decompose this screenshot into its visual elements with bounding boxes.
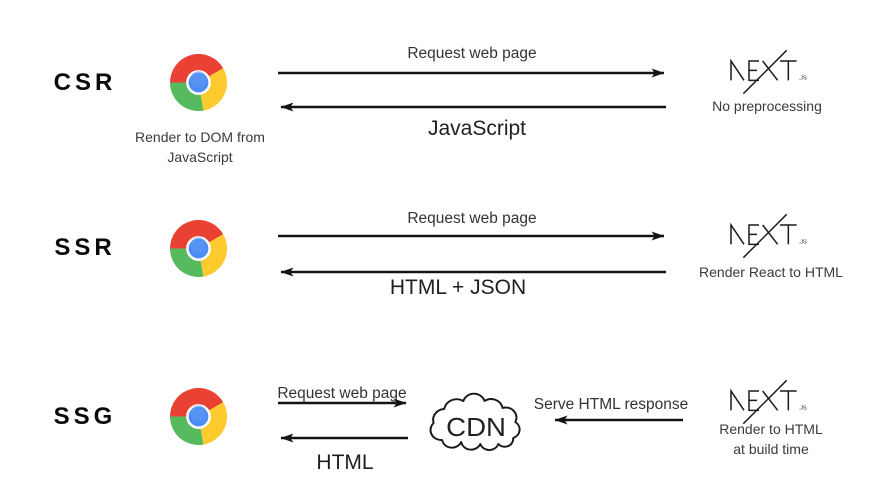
nextjs-logo: .JS bbox=[730, 213, 807, 259]
ssr-request-label: Request web page bbox=[407, 210, 537, 227]
csr-response-label: JavaScript bbox=[427, 117, 527, 140]
cdn-cloud-icon: CDN bbox=[429, 392, 521, 451]
ssr-server-caption: Render React to HTML bbox=[699, 264, 843, 280]
ssg-row-label: SSG bbox=[53, 403, 117, 430]
chrome-browser-icon bbox=[170, 388, 227, 445]
ssg-server-caption-line2: at build time bbox=[733, 440, 809, 457]
nextjs-js-suffix: .JS bbox=[799, 405, 807, 411]
chrome-browser-icon bbox=[170, 220, 227, 277]
nextjs-logo: .JS bbox=[730, 49, 807, 95]
nextjs-js-suffix: .JS bbox=[799, 239, 807, 245]
csr-client-caption: Render to DOM from JavaScript bbox=[135, 129, 265, 165]
ssg-server-caption: Render to HTML at build time bbox=[691, 420, 851, 460]
ssg-response-label: HTML bbox=[316, 451, 374, 474]
nextjs-js-suffix: .JS bbox=[799, 75, 807, 81]
ssg-server-caption-line1: Render to HTML bbox=[719, 421, 823, 437]
csr-request-label: Request web page bbox=[407, 45, 537, 62]
csr-row-label: CSR bbox=[53, 69, 117, 96]
nextjs-wordmark-strokes bbox=[730, 213, 797, 259]
ssr-response-label: HTML + JSON bbox=[389, 276, 527, 299]
ssr-row-label: SSR bbox=[54, 234, 116, 261]
cdn-label: CDN bbox=[446, 413, 506, 442]
ssg-request-label: Request web page bbox=[277, 385, 407, 402]
ssg-serve-label: Serve HTML response bbox=[533, 396, 689, 413]
csr-server-caption: No preprocessing bbox=[712, 98, 822, 114]
nextjs-wordmark-strokes bbox=[730, 379, 797, 425]
nextjs-logo: .JS bbox=[730, 379, 807, 425]
chrome-browser-icon bbox=[170, 54, 227, 111]
nextjs-wordmark-strokes bbox=[730, 49, 797, 95]
cdn-cloud-outline bbox=[429, 392, 521, 451]
